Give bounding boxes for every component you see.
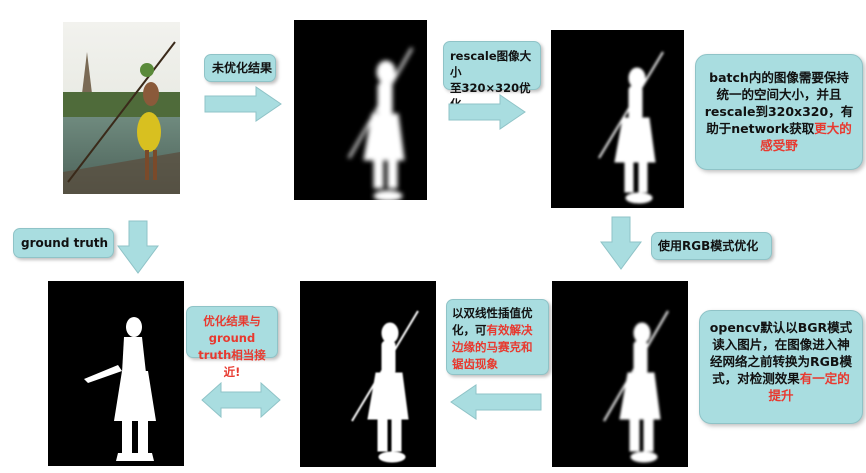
rescale-label: rescale图像大小 至320×320优化 — [443, 41, 541, 111]
batch-note-text: batch内的图像需要保持统一的空间大小，并且rescale到320x320，有… — [704, 70, 854, 136]
arrow-left — [450, 384, 542, 420]
batch-note-highlight: 更大的感受野 — [760, 121, 852, 153]
batch-note: batch内的图像需要保持统一的空间大小，并且rescale到320x320，有… — [695, 54, 863, 170]
arrow-down-1 — [117, 220, 159, 274]
ground-truth-text: ground truth — [21, 236, 109, 250]
bilinear-mask — [300, 281, 436, 467]
rgb-text: 使用RGB模式优化 — [658, 239, 759, 253]
double-arrow — [201, 382, 281, 418]
ground-truth-label: ground truth — [13, 228, 114, 258]
opencv-note: opencv默认以BGR模式读入图片，在图像进入神经网络之前转换为RGB模式，对… — [699, 310, 863, 424]
compare-label: 优化结果与ground truth相当接近! — [186, 306, 278, 379]
rescale-text-1: rescale图像大小 — [450, 49, 532, 79]
rescaled-mask — [551, 30, 684, 208]
opencv-note-text: opencv默认以BGR模式读入图片，在图像进入神经网络之前转换为RGB模式，对… — [709, 320, 853, 386]
unoptimized-mask — [294, 20, 427, 200]
ground-truth-mask — [48, 281, 184, 466]
rgb-label: 使用RGB模式优化 — [651, 232, 772, 260]
input-photo — [63, 22, 180, 194]
bilinear-text-b: 化，可 — [452, 323, 487, 337]
arrow-right-1 — [204, 86, 282, 122]
bilinear-red-2: 边缘的马赛克和 — [452, 340, 533, 354]
arrow-right-2 — [448, 94, 526, 130]
unoptimized-text: 未优化结果 — [212, 61, 273, 75]
rgb-mask — [552, 281, 688, 467]
bilinear-text-a: 以双线性插值优 — [452, 306, 533, 320]
arrow-down-2 — [600, 216, 642, 270]
opencv-note-highlight: 有一定的提升 — [768, 371, 850, 403]
bilinear-red-1: 有效解决 — [486, 323, 533, 337]
unoptimized-label: 未优化结果 — [204, 54, 276, 82]
bilinear-label: 以双线性插值优 化，可有效解决 边缘的马赛克和 锯齿现象 — [446, 299, 549, 375]
compare-text: 优化结果与ground truth相当接近! — [198, 314, 266, 379]
bilinear-red-3: 锯齿现象 — [452, 357, 498, 371]
